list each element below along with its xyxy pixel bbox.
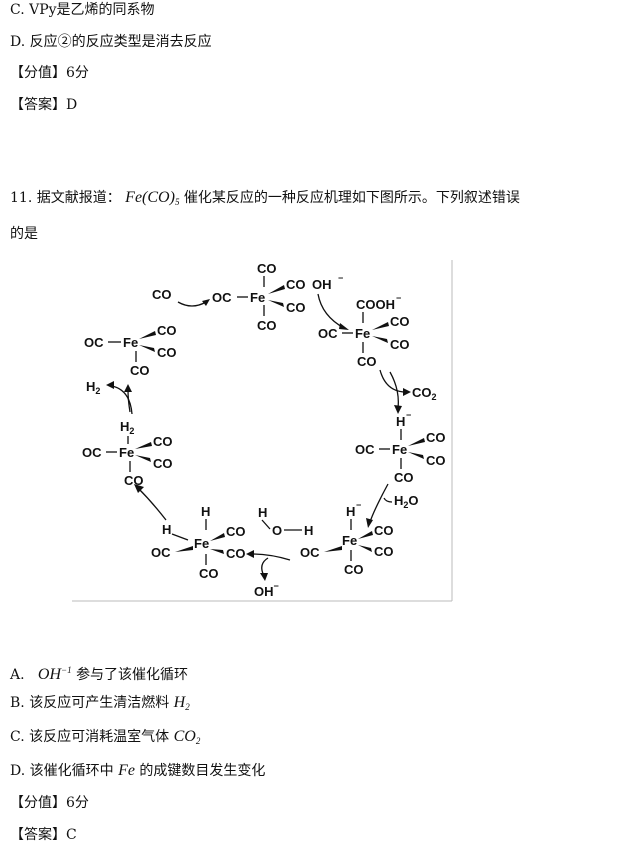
arrow-bottom-left <box>251 553 291 561</box>
svg-text:OC: OC <box>212 290 232 305</box>
prev-option-c: C. VPy是乙烯的同系物 <box>10 2 155 18</box>
svg-text:CO: CO <box>226 546 246 561</box>
complex-hydride: H − OC Fe CO CO CO <box>355 410 446 485</box>
option-b: B. 该反应可产生清洁燃料 H2 <box>10 694 190 712</box>
svg-text:OC: OC <box>82 445 102 460</box>
svg-text:Fe: Fe <box>355 326 370 341</box>
option-d-formula: Fe <box>118 762 135 779</box>
svg-text:CO: CO <box>374 523 394 538</box>
svg-text:Fe: Fe <box>119 445 134 460</box>
complex-h2: H2 OC Fe CO CO CO <box>82 419 173 488</box>
svg-text:CO: CO <box>124 473 144 488</box>
svg-text:CO: CO <box>199 566 219 581</box>
water-in: H2O <box>366 483 419 528</box>
question-score: 【分值】6分 <box>10 795 89 811</box>
svg-text:−: − <box>396 293 401 303</box>
prev-score: 【分值】6分 <box>10 65 89 81</box>
svg-text:Fe: Fe <box>123 335 138 350</box>
svg-text:CO2: CO2 <box>412 385 437 402</box>
svg-text:H2: H2 <box>86 379 100 396</box>
svg-text:Fe: Fe <box>194 536 209 551</box>
svg-text:CO: CO <box>257 261 277 276</box>
svg-text:OC: OC <box>300 545 320 560</box>
question-answer: 【答案】C <box>10 827 77 843</box>
arrow-co-in <box>177 301 207 307</box>
water-molecule: H O H <box>258 505 313 538</box>
svg-text:OC: OC <box>355 442 375 457</box>
svg-text:CO: CO <box>344 562 364 577</box>
svg-text:H2O: H2O <box>394 493 419 510</box>
svg-text:H2: H2 <box>120 419 134 436</box>
svg-text:CO: CO <box>394 470 414 485</box>
catalyst-formula: Fe(CO)5 <box>125 189 180 207</box>
question-stem: 11. 据文献报道： Fe(CO)5 催化某反应的一种反应机理如下图所示。下列叙… <box>10 189 520 211</box>
hydroxide-in: OH − <box>312 273 349 330</box>
svg-text:H: H <box>201 504 210 519</box>
hydroxide-out: OH− <box>254 581 279 599</box>
option-a-formula: OH−1 <box>37 665 72 683</box>
complex-cooh: COOH − OC Fe CO CO CO <box>318 293 410 369</box>
option-a: A. OH−1 参与了该催化循环 <box>10 665 189 683</box>
complex-fe-co4: OC Fe CO CO CO <box>84 323 177 378</box>
co-free: CO <box>152 287 172 302</box>
option-c: C. 该反应可消耗温室气体 CO2 <box>10 728 201 746</box>
svg-text:Fe: Fe <box>392 442 407 457</box>
svg-text:CO: CO <box>357 354 377 369</box>
mechanism-diagram: CO OC Fe CO CO CO CO OH − COOH − OC Fe C… <box>72 260 453 602</box>
complex-fe-co5: CO OC Fe CO CO CO <box>212 261 306 333</box>
svg-text:CO: CO <box>153 456 173 471</box>
stem-line2: 的是 <box>10 226 38 242</box>
svg-text:OC: OC <box>151 545 171 560</box>
svg-text:OH: OH <box>312 277 332 292</box>
svg-text:CO: CO <box>286 300 306 315</box>
arrow-left-up <box>137 487 167 521</box>
svg-text:CO: CO <box>153 434 173 449</box>
option-b-formula: H2 <box>173 694 190 712</box>
svg-text:CO: CO <box>226 524 246 539</box>
svg-text:H: H <box>304 523 313 538</box>
svg-text:CO: CO <box>374 544 394 559</box>
complex-bottom-right: H − OC Fe CO CO CO <box>300 500 394 577</box>
svg-text:OC: OC <box>84 335 104 350</box>
svg-text:OC: OC <box>318 326 338 341</box>
svg-text:−: − <box>356 500 361 510</box>
option-d: D. 该催化循环中 Fe 的成键数目发生变化 <box>10 762 266 779</box>
complex-dihydride: H H OC Fe CO CO CO <box>151 504 246 581</box>
option-c-formula: CO2 <box>173 728 201 746</box>
svg-text:H: H <box>162 522 171 537</box>
svg-text:Fe: Fe <box>250 290 265 305</box>
h2-out: H2 <box>86 379 133 415</box>
svg-text:CO: CO <box>157 323 177 338</box>
svg-text:CO: CO <box>257 318 277 333</box>
svg-text:CO: CO <box>390 337 410 352</box>
svg-text:H: H <box>258 505 267 520</box>
svg-text:H: H <box>396 414 405 429</box>
svg-text:O: O <box>272 523 282 538</box>
svg-text:H: H <box>346 504 355 519</box>
svg-text:CO: CO <box>130 363 150 378</box>
svg-text:COOH: COOH <box>356 297 395 312</box>
arrow-right-down <box>389 371 399 409</box>
co2-out: CO2 <box>379 369 437 402</box>
svg-text:CO: CO <box>426 453 446 468</box>
svg-text:CO: CO <box>286 277 306 292</box>
prev-answer: 【答案】D <box>10 97 78 113</box>
svg-text:−: − <box>338 273 343 283</box>
svg-text:−: − <box>406 410 411 420</box>
stem-pre: 据文献报道： <box>36 190 121 206</box>
stem-post: 催化某反应的一种反应机理如下图所示。下列叙述错误 <box>183 190 520 206</box>
prev-option-d: D. 反应②的反应类型是消去反应 <box>10 34 212 50</box>
question-number: 11. <box>10 190 33 206</box>
svg-text:CO: CO <box>157 345 177 360</box>
svg-text:CO: CO <box>390 314 410 329</box>
svg-text:Fe: Fe <box>342 533 357 548</box>
svg-text:CO: CO <box>426 430 446 445</box>
